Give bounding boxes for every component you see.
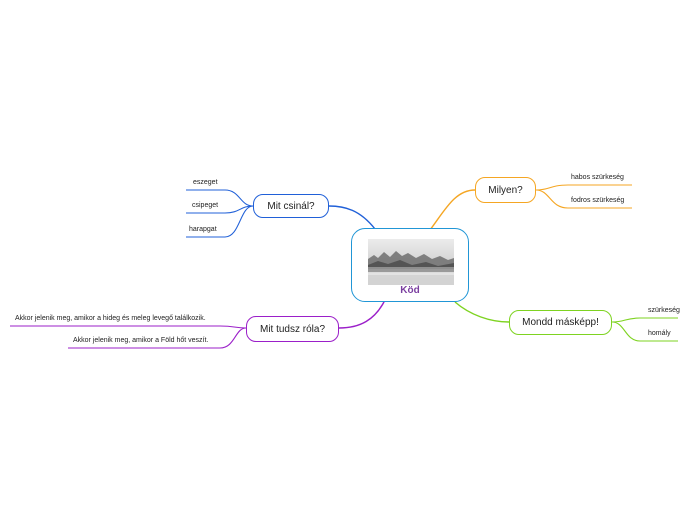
- branch-node-how[interactable]: Milyen?: [475, 177, 536, 203]
- branch-node-what[interactable]: Mit csinál?: [253, 194, 329, 218]
- connector-say-leaf-1: [612, 318, 678, 322]
- connector-know-leaf-1: [10, 326, 246, 328]
- leaf-what-1[interactable]: eszeget: [193, 179, 218, 186]
- leaf-how-1[interactable]: habos szürkeség: [571, 174, 624, 181]
- leaf-how-2[interactable]: fodros szürkeség: [571, 197, 624, 204]
- leaf-know-2[interactable]: Akkor jelenik meg, amikor a Föld hőt ves…: [73, 337, 208, 344]
- branch-node-say[interactable]: Mondd másképp!: [509, 310, 612, 335]
- branch-node-know[interactable]: Mit tudsz róla?: [246, 316, 339, 342]
- leaf-know-1[interactable]: Akkor jelenik meg, amikor a hideg és mel…: [15, 315, 206, 322]
- leaf-what-2[interactable]: csipeget: [192, 202, 218, 209]
- connector-how: [430, 190, 475, 230]
- connector-say: [455, 302, 509, 322]
- connector-how-leaf-1: [536, 185, 632, 190]
- central-title: Köd: [352, 285, 468, 296]
- connector-what: [329, 206, 375, 229]
- leaf-say-1[interactable]: szürkeség: [648, 307, 680, 314]
- leaf-what-3[interactable]: harapgat: [189, 226, 217, 233]
- leaf-say-2[interactable]: homály: [648, 330, 671, 337]
- fog-forest-photo: [368, 239, 454, 285]
- connector-know: [339, 300, 385, 328]
- central-topic[interactable]: Köd: [351, 228, 469, 302]
